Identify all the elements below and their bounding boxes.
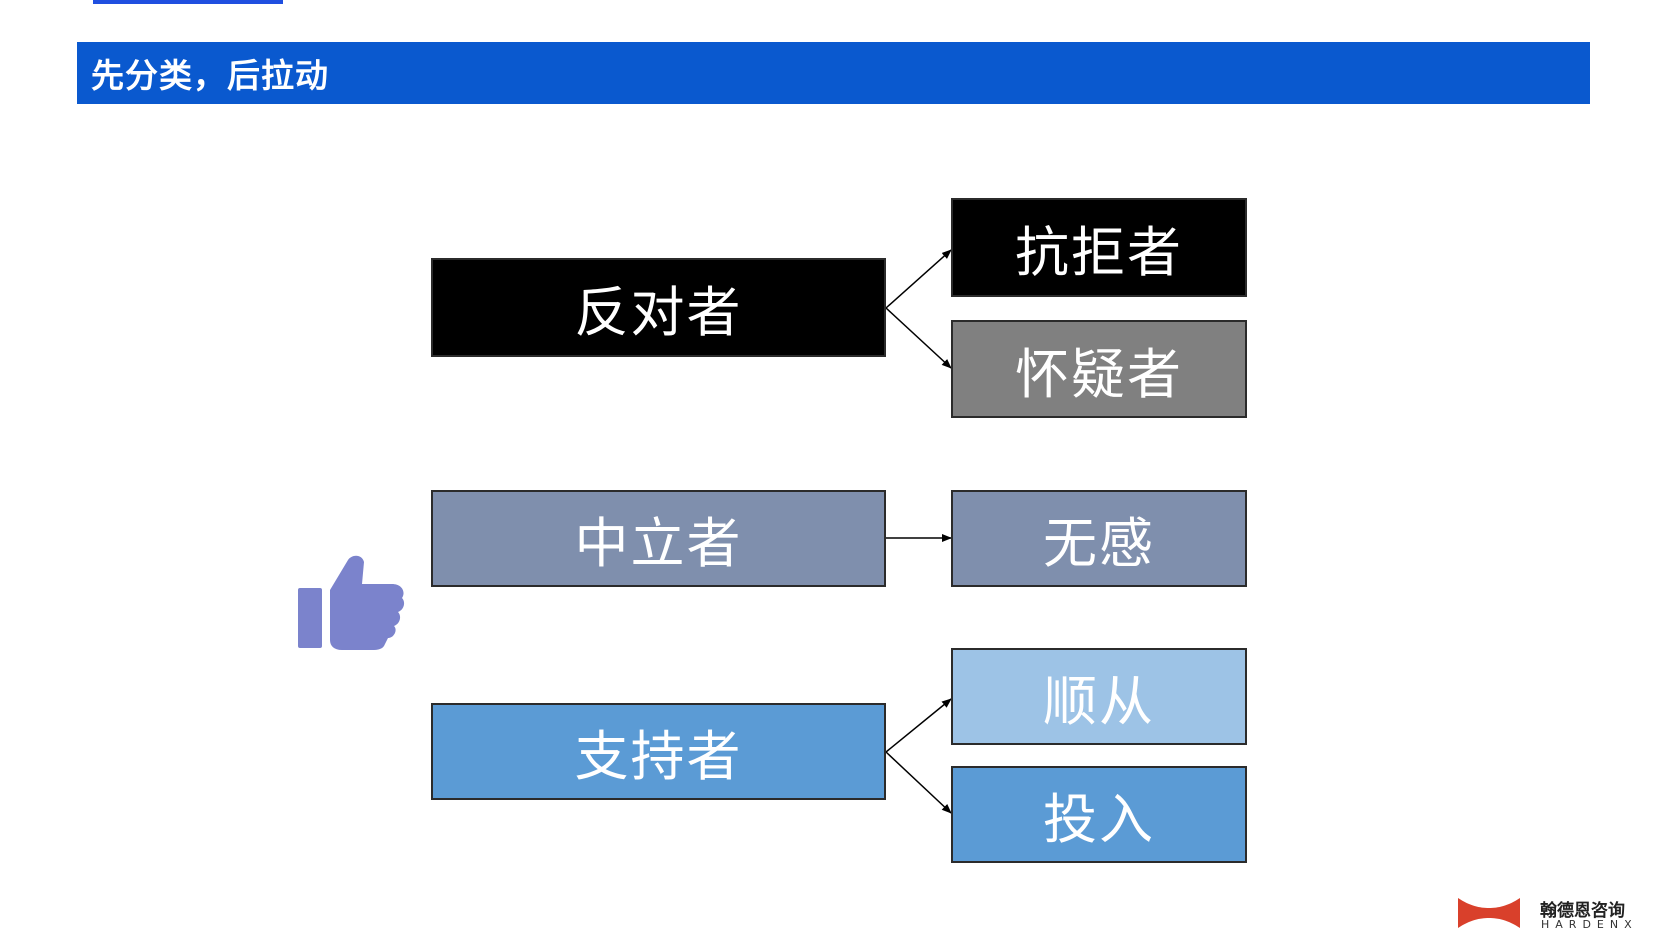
slide-title: 先分类，后拉动 — [91, 56, 329, 95]
node-compliant-label: 顺从 — [1043, 670, 1155, 733]
brand-name-en: HARDENX — [1541, 918, 1638, 931]
edge-opponent-doubter — [885, 307, 952, 369]
edge-opponent-resister — [885, 249, 952, 309]
top-accent-line — [93, 0, 283, 4]
node-committed: 投入 — [951, 766, 1247, 863]
node-resister: 抗拒者 — [951, 198, 1247, 297]
node-doubter-label: 怀疑者 — [1015, 342, 1183, 406]
thumbs-up-icon — [298, 555, 405, 650]
node-opponent: 反对者 — [431, 258, 886, 357]
node-supporter-label: 支持者 — [574, 725, 743, 788]
edge-supporter-compliant — [885, 698, 952, 753]
node-committed-label: 投入 — [1043, 788, 1155, 851]
title-bar: 先分类，后拉动 — [77, 42, 1590, 104]
brand-name-cn: 翰德恩咨询 — [1540, 901, 1625, 921]
node-compliant: 顺从 — [951, 648, 1247, 745]
node-neutral: 中立者 — [431, 490, 886, 587]
edge-supporter-committed — [885, 751, 952, 814]
node-indifferent-label: 无感 — [1043, 512, 1155, 575]
node-supporter: 支持者 — [431, 703, 886, 800]
node-resister-label: 抗拒者 — [1015, 221, 1183, 284]
node-doubter: 怀疑者 — [951, 320, 1247, 418]
hardenx-logo-icon — [1458, 898, 1520, 928]
node-neutral-label: 中立者 — [574, 512, 743, 575]
node-opponent-label: 反对者 — [574, 281, 743, 344]
node-indifferent: 无感 — [951, 490, 1247, 587]
